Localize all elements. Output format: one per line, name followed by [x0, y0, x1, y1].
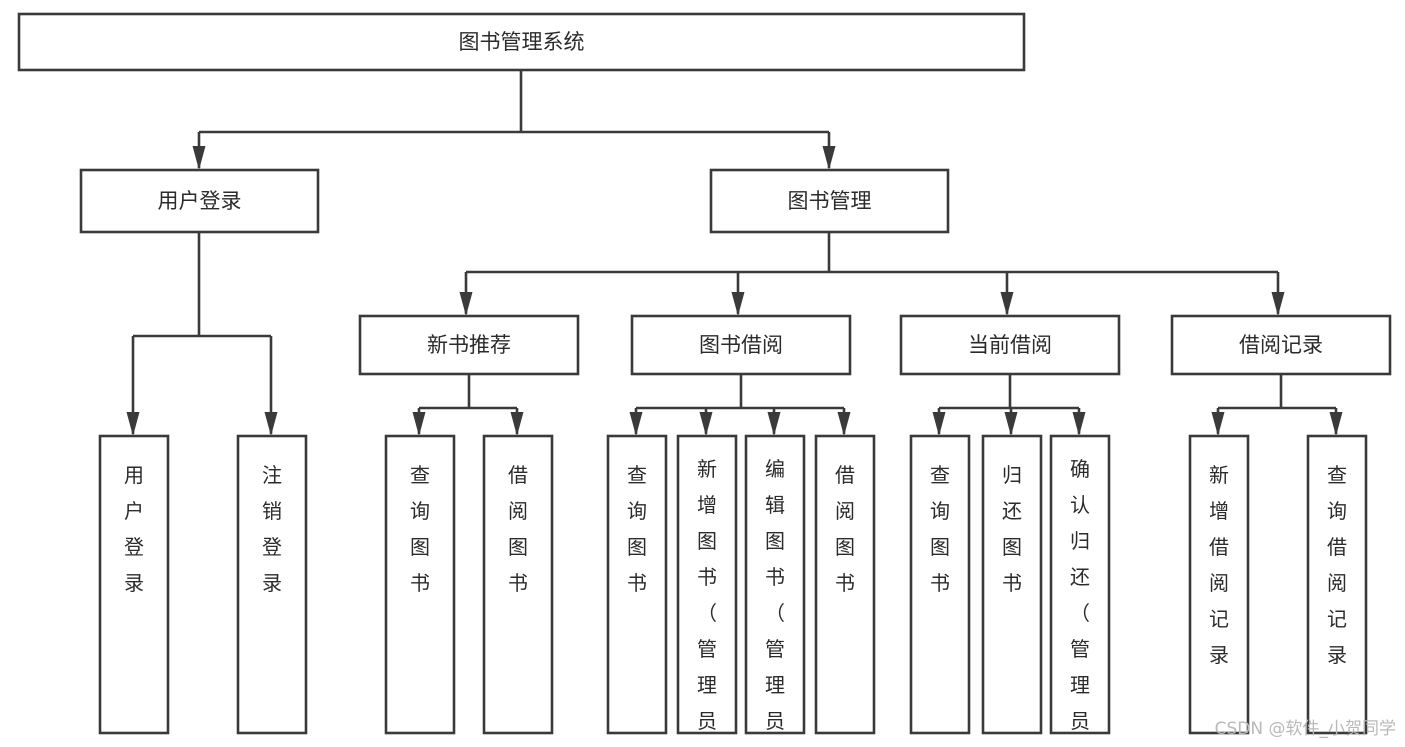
- node-borrow-record[interactable]: 借阅记录: [1170, 314, 1392, 376]
- connector-arrow-icon: [412, 412, 426, 436]
- node-book-manage[interactable]: 图书管理: [709, 168, 950, 234]
- node-label: 归还图书: [1002, 463, 1022, 595]
- node-label: 用户登录: [158, 189, 242, 213]
- connector-arrow-icon: [731, 292, 745, 316]
- node-label: 图书管理: [788, 189, 872, 213]
- connector-arrow-icon: [699, 412, 713, 436]
- node-label: 查询图书: [627, 463, 647, 595]
- connector-arrow-icon: [459, 292, 473, 316]
- node-label: 图书借阅: [699, 333, 783, 357]
- node-leaf-borrow-edit[interactable]: 编辑图书（管理员）: [744, 434, 806, 747]
- node-book-borrow[interactable]: 图书借阅: [630, 314, 852, 376]
- node-label: 借阅记录: [1239, 333, 1323, 357]
- node-label: 查询图书: [410, 463, 430, 595]
- connector-arrow-icon: [126, 412, 140, 436]
- connector-arrow-icon: [1329, 412, 1343, 436]
- connector-arrow-icon: [510, 412, 524, 436]
- connector-arrow-icon: [822, 146, 836, 170]
- node-leaf-borrow-query[interactable]: 查询图书: [606, 434, 668, 735]
- node-leaf-user-logout[interactable]: 注销登录: [236, 434, 308, 735]
- connector-arrow-icon: [629, 412, 643, 436]
- node-leaf-borrow-lend[interactable]: 借阅图书: [814, 434, 876, 735]
- node-label: 新增图书（管理员）: [697, 457, 717, 747]
- connector-arrow-icon: [932, 412, 946, 436]
- connector-arrow-icon: [1211, 412, 1225, 436]
- node-label: 用户登录: [124, 463, 144, 595]
- node-label: 查询图书: [930, 463, 950, 595]
- node-layer: 图书管理系统用户登录图书管理新书推荐图书借阅当前借阅借阅记录用户登录注销登录查询…: [17, 12, 1392, 747]
- node-label: 确认归还（管理员）: [1070, 457, 1090, 747]
- connector-arrow-icon: [1271, 292, 1285, 316]
- node-leaf-rec-add[interactable]: 新增借阅记录: [1188, 434, 1250, 735]
- connector-user-login-split: [126, 232, 278, 436]
- connector-arrow-icon: [767, 412, 781, 436]
- node-label: 借阅图书: [835, 463, 855, 595]
- node-label: 新书推荐: [427, 333, 511, 357]
- connector-layer: [126, 70, 1343, 436]
- connector-arrow-icon: [1072, 412, 1086, 436]
- connector-book-manage-split: [459, 232, 1285, 316]
- node-new-book-rec[interactable]: 新书推荐: [358, 314, 580, 376]
- node-label: 图书管理系统: [459, 30, 585, 54]
- connector-arrow-icon: [264, 412, 278, 436]
- node-leaf-cur-confirm[interactable]: 确认归还（管理员）: [1049, 434, 1111, 747]
- connector-borrow-record-split: [1211, 374, 1343, 436]
- csdn-watermark: CSDN @软件_小贺同学: [1215, 719, 1396, 739]
- connector-root-split: [192, 70, 836, 170]
- node-leaf-rec-query2[interactable]: 查询借阅记录: [1306, 434, 1368, 735]
- node-leaf-rec-borrow[interactable]: 借阅图书: [482, 434, 554, 735]
- connector-current-borrow-split: [932, 374, 1086, 436]
- node-label: 编辑图书（管理员）: [765, 457, 785, 747]
- node-label: 借阅图书: [508, 463, 528, 595]
- node-leaf-cur-return[interactable]: 归还图书: [981, 434, 1043, 735]
- node-label: 查询借阅记录: [1327, 463, 1347, 667]
- node-label: 当前借阅: [968, 333, 1052, 357]
- connector-arrow-icon: [192, 146, 206, 170]
- connector-arrow-icon: [1004, 412, 1018, 436]
- connector-new-book-rec-split: [412, 374, 524, 436]
- node-current-borrow[interactable]: 当前借阅: [899, 314, 1121, 376]
- connector-arrow-icon: [1000, 292, 1014, 316]
- node-leaf-cur-query[interactable]: 查询图书: [909, 434, 971, 735]
- node-user-login[interactable]: 用户登录: [79, 168, 320, 234]
- connector-book-borrow-split: [629, 374, 851, 436]
- node-leaf-rec-query[interactable]: 查询图书: [384, 434, 456, 735]
- node-leaf-user-login[interactable]: 用户登录: [98, 434, 170, 735]
- node-label: 注销登录: [262, 463, 282, 595]
- node-root[interactable]: 图书管理系统: [17, 12, 1026, 72]
- connector-arrow-icon: [837, 412, 851, 436]
- node-label: 新增借阅记录: [1209, 463, 1229, 667]
- node-leaf-borrow-add[interactable]: 新增图书（管理员）: [676, 434, 738, 747]
